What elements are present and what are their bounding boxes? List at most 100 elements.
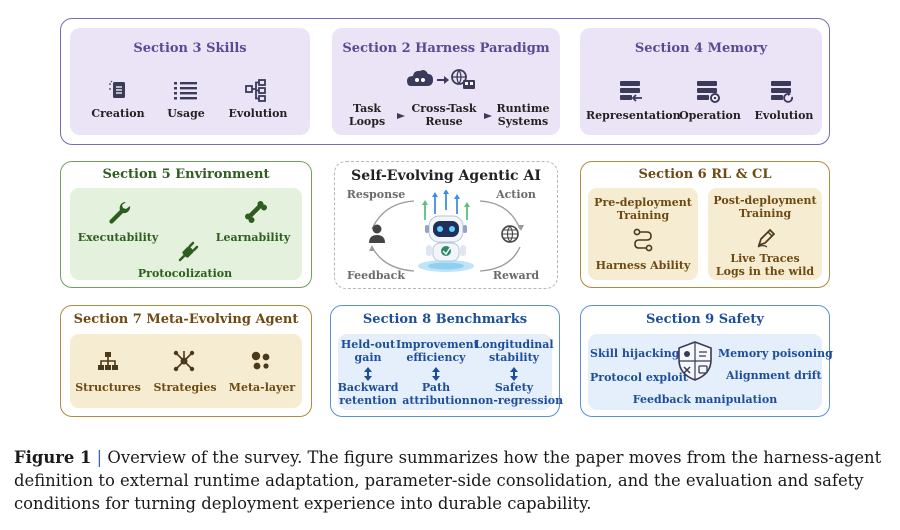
bench-top-improvement-efficiency-line2: efficiency [406, 350, 466, 364]
memory-item-evolution: Evolution [754, 109, 814, 122]
rlcl-post-line2: Training [738, 206, 792, 220]
bench-top-held-out-gain-line1: Held-out [340, 338, 396, 351]
database-gear-icon [697, 81, 720, 103]
memory-title: Section 4 Memory [634, 41, 768, 56]
caption-separator: | [96, 448, 103, 467]
rlcl-post-sub-line2: Logs in the wild [715, 264, 815, 278]
caption-label: Figure 1 [14, 448, 92, 467]
environment-item-protocolization: Protocolization [137, 267, 233, 280]
center-title: Self-Evolving Agentic AI [351, 168, 541, 184]
rlcl-frame [580, 161, 830, 288]
rlcl-title: Section 6 RL & CL [638, 167, 772, 182]
environment-title: Section 5 Environment [102, 167, 270, 182]
bench-bottom-safety-non-regression-line1: Safety [494, 381, 534, 394]
safety-title: Section 9 Safety [646, 312, 764, 327]
meta-item-structures: Structures [75, 381, 141, 394]
bench-top-longitudinal-stability-line2: stability [488, 350, 540, 364]
top-row-frame [60, 18, 830, 145]
meta-title: Section 7 Meta-Evolving Agent [73, 312, 299, 327]
skills-item-creation: Creation [91, 107, 145, 120]
user-icon [369, 224, 385, 243]
safety-item-feedback-manipulation: Feedback manipulation [632, 393, 778, 406]
network-icon [173, 350, 195, 372]
rlcl-post-line1: Post-deployment [713, 194, 817, 207]
meta-frame [60, 305, 312, 417]
rlcl-post-sub-line1: Live Traces [730, 252, 800, 265]
list-icon [174, 82, 197, 100]
bone-icon [245, 201, 267, 223]
arrow-right-icon [397, 113, 405, 119]
caption-text: Overview of the survey. The figure summa… [14, 448, 882, 513]
cloud-harness-icon [407, 69, 475, 89]
meta-panel [70, 334, 302, 408]
safety-item-memory-poisoning: Memory poisoning [718, 347, 833, 360]
arrow-right-icon [484, 113, 492, 119]
environment-frame [60, 161, 312, 288]
double-arrow-icon [510, 367, 518, 381]
rlcl-pre-sub: Harness Ability [595, 259, 691, 272]
bench-top-held-out-gain-line2: gain [354, 350, 382, 364]
database-in-icon [620, 81, 642, 102]
pen-icon [757, 228, 776, 248]
environment-item-learnability: Learnability [215, 231, 291, 244]
center-label-reward: Reward [492, 269, 540, 282]
bench-bottom-safety-non-regression-line2: non-regression [470, 393, 564, 407]
hierarchy-icon [98, 352, 118, 370]
globe-icon [501, 225, 519, 243]
harness-item-runtime-systems-line2: Systems [497, 114, 549, 128]
route-icon [633, 228, 653, 252]
memory-item-operation: Operation [679, 109, 741, 122]
safety-item-protocol-exploit: Protocol exploit [590, 371, 688, 384]
harness-item-task-loops-line1: Task [352, 102, 382, 115]
wrench-icon [109, 201, 131, 224]
memory-item-representation: Representation [586, 109, 681, 122]
double-arrow-icon [364, 367, 372, 381]
bench-bottom-backward-retention-line1: Backward [337, 381, 399, 394]
bench-bottom-backward-retention-line2: retention [339, 393, 397, 407]
database-refresh-icon [771, 81, 793, 103]
document-icon [109, 80, 125, 98]
bench-frame [330, 305, 560, 417]
rlcl-pre-panel [588, 188, 698, 280]
shield-icon [678, 341, 712, 381]
safety-frame [580, 305, 830, 417]
meta-item-strategies: Strategies [153, 381, 217, 394]
rlcl-pre-line2: Training [616, 208, 670, 222]
bench-bottom-path-attribution-line2: attribution [402, 393, 470, 407]
safety-item-skill-hijacking: Skill hijacking [590, 347, 680, 360]
harness-item-task-loops-line2: Loops [348, 114, 386, 128]
cycle-arrows [369, 200, 524, 272]
skills-title: Section 3 Skills [133, 41, 247, 56]
harness-item-cross-task-reuse-line1: Cross-Task [411, 102, 477, 115]
center-label-response: Response [346, 188, 406, 201]
rlcl-pre-line1: Pre-deployment [594, 196, 692, 209]
center-label-action: Action [496, 188, 536, 201]
skills-item-usage: Usage [167, 107, 205, 120]
environment-item-executability: Executability [77, 231, 159, 244]
cluster-icon [251, 351, 270, 370]
bench-top-longitudinal-stability-line1: Longitudinal [474, 338, 554, 351]
figure-caption: Figure 1 | Overview of the survey. The f… [14, 446, 890, 515]
robot-icon [418, 190, 474, 272]
center-label-feedback: Feedback [346, 269, 406, 282]
meta-item-meta-layer: Meta-layer [228, 381, 296, 394]
skills-item-evolution: Evolution [228, 107, 288, 120]
bench-top-improvement-efficiency-line1: Improvement [396, 338, 479, 351]
bench-bottom-path-attribution-line1: Path [421, 381, 451, 394]
safety-item-alignment-drift: Alignment drift [726, 369, 822, 382]
harness-item-runtime-systems-line1: Runtime [496, 102, 550, 115]
bench-title: Section 8 Benchmarks [362, 312, 528, 327]
plug-icon [178, 241, 199, 262]
